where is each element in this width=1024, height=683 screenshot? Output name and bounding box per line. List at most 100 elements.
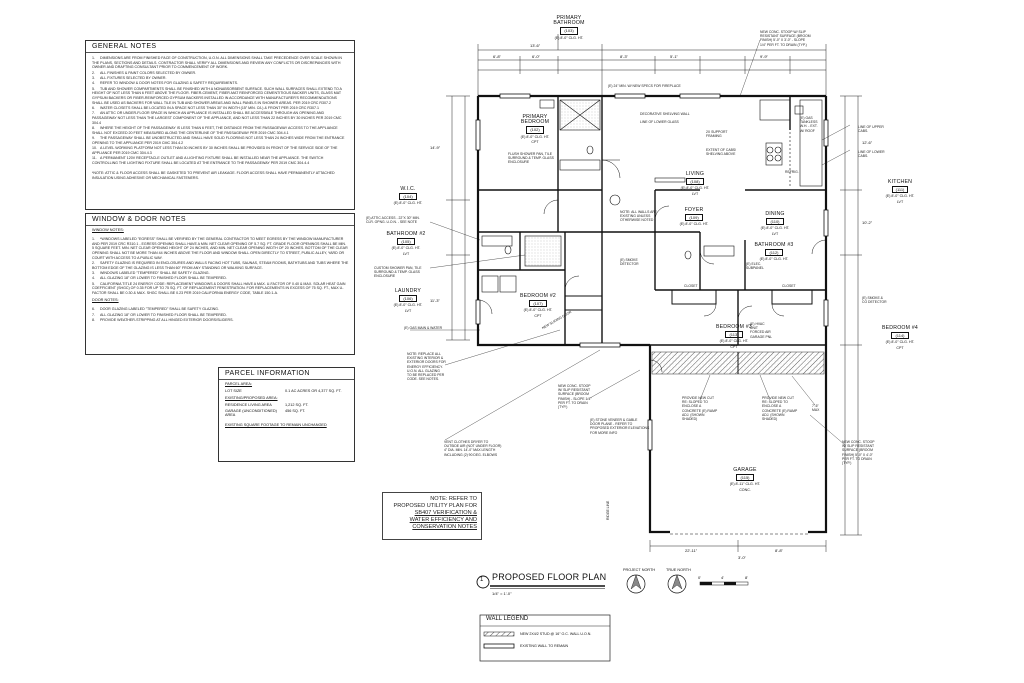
right-dimension-lines xyxy=(840,95,862,536)
dim-top-a: 6'-8" xyxy=(493,54,501,59)
utility-note-line1: NOTE: REFER TO xyxy=(430,496,477,502)
window-note-item: 1.*WINDOWS LABELED "EGRESS" SHALL BE VER… xyxy=(92,237,348,260)
window-note-item: 2.SAFETY GLAZING IS REQUIRED IN ENCLOSUR… xyxy=(92,261,349,270)
general-note-item: 10.A LEVEL WORKING PLATFORM NOT LESS THA… xyxy=(92,146,338,155)
parcel-info-panel: PARCEL INFORMATION PARCEL AREA: LOT SIZE… xyxy=(218,367,355,462)
room-label-primary-bed: PRIMARY BEDROOM(102)(E) 8'-0" CLG. HT. C… xyxy=(520,114,550,144)
callout-stoop-right: NEW CONC. STOOP W/ SLIP RESISTANT SURFAC… xyxy=(842,440,875,466)
callout-fire-prop-box: NOTE: REPLACE ALL EXISTING INTERIOR & EX… xyxy=(407,352,446,382)
dim-left-a: 14'-9" xyxy=(430,145,441,150)
parcel-footer: EXISTING SQUARE FOOTAGE TO REMAIN UNCHAN… xyxy=(225,423,327,427)
callout-stoop-mid: NEW CONC. STOOP W/ SLIP RESISTANT SURFAC… xyxy=(558,384,592,410)
window-notes-list: 1.*WINDOWS LABELED "EGRESS" SHALL BE VER… xyxy=(86,237,354,296)
callout-refrig: REFRIG. xyxy=(785,170,799,174)
room-label-primary-bath: PRIMARY BATHROOM(103)(E) 8'-0" CLG. HT. xyxy=(553,15,585,40)
top-dimension-lines xyxy=(477,34,827,96)
title-scale: 1/4" = 1'-0" xyxy=(492,591,512,596)
interior-walls xyxy=(478,96,826,346)
callout-closet-a: CLOSET xyxy=(684,284,698,288)
general-note-item: 7.AN ATTIC OR UNDER-FLOOR SPACE IN WHICH… xyxy=(92,111,342,125)
room-label-bed2: BEDROOM #2(107)(E) 8'-0" CLG. HT. CPT xyxy=(519,293,556,318)
door-note-item: 7.ALL GLAZING 18" OR LOWER TO FINISHED F… xyxy=(92,312,227,317)
scale-mark-8: 8' xyxy=(745,575,748,580)
callout-lower-cabs: LINE OF LOWER CABS. xyxy=(858,150,885,159)
general-note-item: 9.THE PASSAGEWAY SHALL BE UNOBSTRUCTED A… xyxy=(92,136,345,145)
door-note-item: 8.PROVIDE WEATHER-STRIPPING AT ALL HINGE… xyxy=(92,318,234,322)
room-label-living: LIVING(108)(E) 8'-0" CLG. HT. LVT xyxy=(680,171,710,196)
window-note-item: 4.ALL GLAZING 18" OR LOWER TO FINISHED F… xyxy=(92,276,227,281)
dim-bottom-b: 8'-8" xyxy=(775,548,783,553)
room-label-garage: GARAGE(115)(E) 8'-11" CLG. HT. CONC. xyxy=(729,467,761,492)
callout-wall-note: NOTE: ALL WALLS ARE EXISTING UNLESS OTHE… xyxy=(620,210,658,223)
general-notes-list: 1.DIMENSIONS ARE FROM FINISHED FACE OF C… xyxy=(86,56,354,165)
callout-conc-stoop-top: NEW CONC. STOOP W/ SLIP RESISTANT SURFAC… xyxy=(760,30,811,47)
callout-attic: (E) ATTIC ACCESS - 22"X 30" MIN. CLR. OP… xyxy=(366,216,420,225)
room-label-bath3: BATHROOM #3(112)(E) 8'-0" CLG. HT. xyxy=(754,242,794,262)
dim-right-b: 10'-2" xyxy=(862,220,873,225)
callout-max-dim: 7'-6" MAX xyxy=(812,404,820,413)
dim-top-b: 6'-0" xyxy=(532,54,540,59)
dim-top-e: 9'-9" xyxy=(760,54,768,59)
wall-legend-title: WALL LEGEND xyxy=(486,616,529,622)
closets xyxy=(564,289,813,311)
utility-note-line5: CONSERVATION NOTES xyxy=(412,524,477,530)
callout-tankless: (E) GAS TANKLESS W.H. - EXT. W/ ROOF xyxy=(800,116,818,133)
utility-note-line2: PROPOSED UTILITY PLAN FOR xyxy=(393,503,477,509)
callout-smoke: (E) SMOKE DETECTOR xyxy=(620,258,639,267)
callout-support: 2X SUPPORT FRAMING xyxy=(706,130,728,139)
utility-note-box: NOTE: REFER TO PROPOSED UTILITY PLAN FOR… xyxy=(382,492,482,540)
room-label-bed4: BEDROOM #4(114)(E) 8'-0" CLG. HT. CPT xyxy=(881,325,918,350)
door-swings xyxy=(477,159,827,373)
callout-ridge: RIDGE LINE xyxy=(606,500,610,520)
callout-line-glass: LINE OF LOWER GLASS xyxy=(640,120,679,124)
title-number: 1 xyxy=(480,577,484,583)
kitchen-cabinets xyxy=(759,99,823,187)
scale-mark-4: 4' xyxy=(721,575,724,580)
callout-egress: (E) 24" MIN. W/ NEW SPECS FOR FIREPLACE xyxy=(608,84,681,88)
general-note-item: 2.ALL FINISHES & PAINT COLORS SELECTED B… xyxy=(92,70,197,75)
room-label-laundry: LAUNDRY(106)(E) 8'-0" CLG. HT. LVT xyxy=(393,288,423,313)
dim-bottom-a: 22'-11" xyxy=(685,548,698,553)
general-note-item: 1.DIMENSIONS ARE FROM FINISHED FACE OF C… xyxy=(92,56,343,70)
dim-bottom-c: 3'-0" xyxy=(738,555,746,560)
project-north-label: PROJECT NORTH xyxy=(623,568,656,572)
general-notes-footnote: *NOTE: ATTIC & FLOOR ACCESS SHALL BE GAS… xyxy=(92,171,335,181)
room-label-bath2: BATHROOM #2(105)(E) 8'-0" CLG. HT. LVT xyxy=(386,231,426,256)
callout-electrical: (E) ELEC. SUBPANEL xyxy=(746,262,764,271)
callout-shower-pan: FLUSH SHOWER PAN, TILE SURROUND & TEMP. … xyxy=(508,152,554,165)
window-door-notes-panel: WINDOW & DOOR NOTES WINDOW NOTES: 1.*WIN… xyxy=(85,213,355,355)
callout-hvac: (E) HVAC UNIT FORCED AIR GARAGE PNL xyxy=(750,322,773,339)
wall-legend-graphic xyxy=(479,614,611,662)
callout-custom-shower: CUSTOM SHOWER PAN, TILE SURROUND & TEMP.… xyxy=(374,266,422,279)
general-note-item: 8.WHERE THE HEIGHT OF THE PASSAGEWAY IS … xyxy=(92,126,338,135)
callout-decorative-wall: DECORATIVE SHELVING WALL xyxy=(640,112,690,116)
title-text: PROPOSED FLOOR PLAN xyxy=(492,572,607,582)
room-label-kitchen: KITCHEN(111)(E) 8'-0" CLG. HT. LVT xyxy=(885,179,915,204)
scale-mark-0: 0' xyxy=(698,575,701,580)
utility-note-line4: WATER EFFICIENCY AND xyxy=(409,517,477,523)
window-notes-heading: WINDOW NOTES: xyxy=(92,228,124,232)
window-note-item: 3.WINDOWS LABELED "TEMPERED" SHALL BE SA… xyxy=(92,271,210,276)
leader-lines xyxy=(410,39,851,446)
room-label-dining: DINING(110)(E) 8'-0" CLG. HT. LVT xyxy=(760,211,790,236)
true-north-label: TRUE NORTH xyxy=(666,568,691,572)
callout-ramp-right: PROVIDE NEW CUT RE: SLOPED TO ENCLOSE A … xyxy=(762,396,798,422)
parcel-info-title: PARCEL INFORMATION xyxy=(219,368,354,380)
wall-legend-new: NEW 2X4/2 STUD @ 16" O.C. WALL U.O.N. xyxy=(520,632,592,636)
dim-right-a: 12'-6" xyxy=(862,140,873,145)
window-note-item: 5.CALIFORNIA TITLE 24 ENERGY CODE: REPLA… xyxy=(92,281,346,296)
room-label-wic: W.I.C.(104)(E) 8'-0" CLG. HT. xyxy=(393,186,423,206)
title-block-graphic xyxy=(476,574,749,594)
callout-refer-exterior: (E) STONE VENEER & GABLE DOOR PLANE - RE… xyxy=(590,418,650,435)
dim-top-overall: 13'-6" xyxy=(530,43,541,48)
callout-co: (E) SMOKE & CO DETECTOR xyxy=(862,296,887,305)
general-note-item: 6.WATER CLOSETS SHALL BE LOCATED IN A SP… xyxy=(92,106,319,110)
window-door-notes-title: WINDOW & DOOR NOTES xyxy=(86,214,354,226)
dim-top-c: 8'-3" xyxy=(620,54,628,59)
wall-legend-existing: EXISTING WALL TO REMAIN xyxy=(520,644,569,648)
